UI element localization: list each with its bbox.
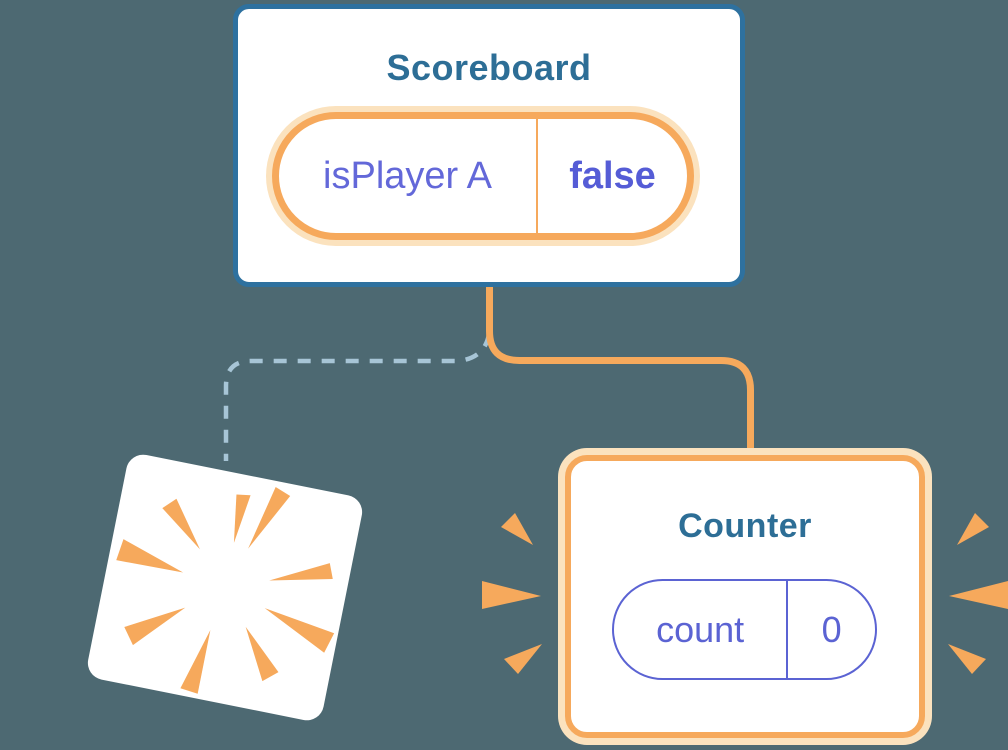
solid-connector xyxy=(486,285,754,458)
counter-title: Counter xyxy=(678,507,812,545)
dashed-connector xyxy=(223,333,492,461)
state-name-label: isPlayer A xyxy=(279,119,539,233)
destroyed-card xyxy=(84,451,366,724)
counter-card: Counter count 0 xyxy=(565,455,925,738)
burst-rays-icon xyxy=(948,513,1008,674)
state-name-label: count xyxy=(614,581,789,678)
burst-rays-icon xyxy=(482,513,542,674)
scoreboard-card: Scoreboard isPlayer A false xyxy=(233,4,745,287)
counter-state-pill: count 0 xyxy=(612,579,877,680)
scoreboard-state-pill: isPlayer A false xyxy=(272,112,694,240)
explosion-burst-icon xyxy=(116,486,335,694)
state-value-label: false xyxy=(569,154,656,197)
state-value-label: 0 xyxy=(821,608,842,650)
scoreboard-title: Scoreboard xyxy=(386,47,592,88)
